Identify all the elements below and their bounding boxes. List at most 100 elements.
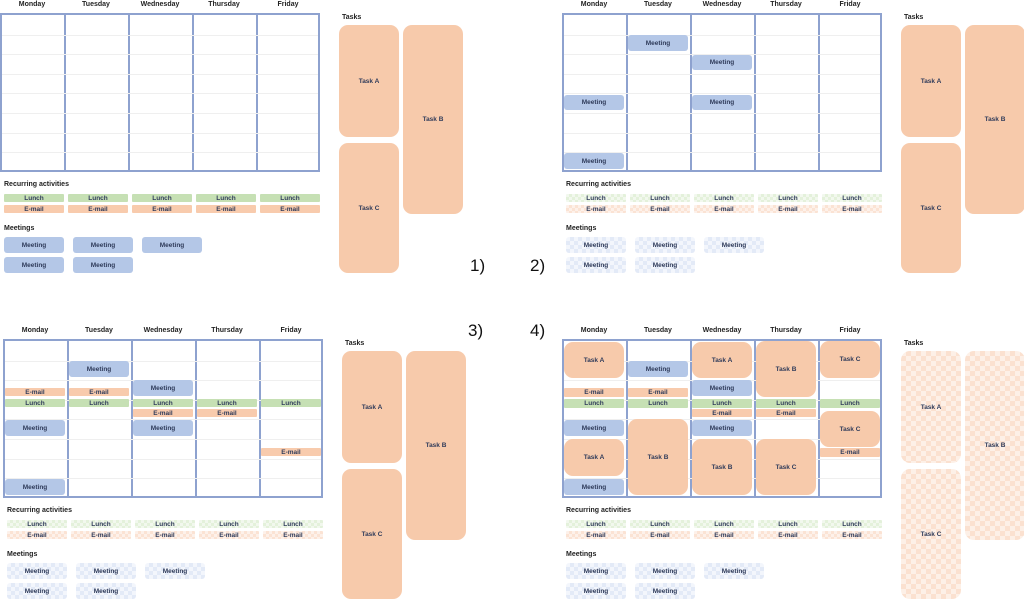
recurring-lunch-block[interactable]: Lunch	[566, 194, 626, 202]
task-pool-block[interactable]: Task C	[901, 469, 961, 599]
meeting-pool-block[interactable]: Meeting	[76, 563, 136, 579]
recurring-email-block[interactable]: E-mail	[630, 205, 690, 213]
calendar-meeting-block[interactable]: Meeting	[692, 380, 752, 396]
meeting-pool-block[interactable]: Meeting	[566, 583, 626, 599]
calendar-lunch-block[interactable]: Lunch	[69, 399, 129, 407]
recurring-lunch-block[interactable]: Lunch	[135, 520, 195, 528]
calendar-email-block[interactable]: E-mail	[69, 388, 129, 396]
recurring-email-block[interactable]: E-mail	[260, 205, 320, 213]
calendar-task-block[interactable]: Task B	[756, 341, 816, 397]
calendar-task-block[interactable]: Task C	[756, 439, 816, 495]
recurring-lunch-block[interactable]: Lunch	[260, 194, 320, 202]
meeting-pool-block[interactable]: Meeting	[704, 237, 764, 253]
meeting-pool-block[interactable]: Meeting	[7, 583, 67, 599]
calendar-lunch-block[interactable]: Lunch	[133, 399, 193, 407]
calendar-meeting-block[interactable]: Meeting	[564, 479, 624, 495]
calendar-email-block[interactable]: E-mail	[628, 388, 688, 397]
recurring-lunch-block[interactable]: Lunch	[132, 194, 192, 202]
recurring-email-block[interactable]: E-mail	[822, 531, 882, 539]
recurring-email-block[interactable]: E-mail	[196, 205, 256, 213]
calendar-lunch-block[interactable]: Lunch	[564, 399, 624, 408]
meeting-pool-block[interactable]: Meeting	[142, 237, 202, 253]
meeting-pool-block[interactable]: Meeting	[635, 257, 695, 273]
recurring-lunch-block[interactable]: Lunch	[566, 520, 626, 528]
calendar-email-block[interactable]: E-mail	[692, 409, 752, 417]
recurring-email-block[interactable]: E-mail	[758, 531, 818, 539]
recurring-email-block[interactable]: E-mail	[630, 531, 690, 539]
task-pool-block[interactable]: Task A	[901, 351, 961, 463]
meeting-pool-block[interactable]: Meeting	[635, 237, 695, 253]
recurring-email-block[interactable]: E-mail	[71, 531, 131, 539]
task-pool-block[interactable]: Task A	[901, 25, 961, 137]
task-pool-block[interactable]: Task B	[965, 25, 1024, 214]
meeting-pool-block[interactable]: Meeting	[4, 257, 64, 273]
calendar-meeting-block[interactable]: Meeting	[5, 479, 65, 495]
calendar-lunch-block[interactable]: Lunch	[820, 399, 880, 408]
calendar-meeting-block[interactable]: Meeting	[564, 95, 624, 110]
task-pool-block[interactable]: Task A	[339, 25, 399, 137]
recurring-email-block[interactable]: E-mail	[566, 531, 626, 539]
recurring-lunch-block[interactable]: Lunch	[694, 520, 754, 528]
task-pool-block[interactable]: Task C	[901, 143, 961, 273]
calendar-meeting-block[interactable]: Meeting	[628, 361, 688, 377]
calendar-task-block[interactable]: Task A	[564, 342, 624, 378]
calendar-lunch-block[interactable]: Lunch	[261, 399, 321, 407]
meeting-pool-block[interactable]: Meeting	[73, 237, 133, 253]
recurring-email-block[interactable]: E-mail	[135, 531, 195, 539]
calendar-email-block[interactable]: E-mail	[5, 388, 65, 396]
calendar-meeting-block[interactable]: Meeting	[692, 95, 752, 110]
calendar-task-block[interactable]: Task B	[692, 439, 752, 495]
recurring-lunch-block[interactable]: Lunch	[758, 520, 818, 528]
recurring-email-block[interactable]: E-mail	[68, 205, 128, 213]
recurring-email-block[interactable]: E-mail	[566, 205, 626, 213]
recurring-lunch-block[interactable]: Lunch	[199, 520, 259, 528]
calendar-email-block[interactable]: E-mail	[133, 409, 193, 417]
recurring-email-block[interactable]: E-mail	[263, 531, 323, 539]
recurring-email-block[interactable]: E-mail	[758, 205, 818, 213]
task-pool-block[interactable]: Task B	[406, 351, 466, 540]
calendar-task-block[interactable]: Task A	[692, 342, 752, 378]
recurring-email-block[interactable]: E-mail	[4, 205, 64, 213]
week-calendar-grid[interactable]	[3, 339, 323, 498]
calendar-meeting-block[interactable]: Meeting	[564, 420, 624, 436]
meeting-pool-block[interactable]: Meeting	[145, 563, 205, 579]
calendar-meeting-block[interactable]: Meeting	[133, 420, 193, 436]
calendar-email-block[interactable]: E-mail	[820, 448, 880, 457]
calendar-meeting-block[interactable]: Meeting	[628, 35, 688, 51]
recurring-email-block[interactable]: E-mail	[694, 205, 754, 213]
week-calendar-grid[interactable]	[562, 13, 882, 172]
task-pool-block[interactable]: Task B	[965, 351, 1024, 540]
recurring-email-block[interactable]: E-mail	[822, 205, 882, 213]
calendar-meeting-block[interactable]: Meeting	[133, 380, 193, 396]
calendar-task-block[interactable]: Task C	[820, 341, 880, 378]
recurring-email-block[interactable]: E-mail	[132, 205, 192, 213]
meeting-pool-block[interactable]: Meeting	[7, 563, 67, 579]
calendar-meeting-block[interactable]: Meeting	[692, 420, 752, 436]
calendar-email-block[interactable]: E-mail	[756, 409, 816, 417]
meeting-pool-block[interactable]: Meeting	[566, 237, 626, 253]
calendar-task-block[interactable]: Task C	[820, 411, 880, 447]
recurring-lunch-block[interactable]: Lunch	[196, 194, 256, 202]
calendar-meeting-block[interactable]: Meeting	[69, 361, 129, 377]
week-calendar-grid[interactable]	[0, 13, 320, 172]
recurring-lunch-block[interactable]: Lunch	[7, 520, 67, 528]
calendar-lunch-block[interactable]: Lunch	[756, 399, 816, 408]
meeting-pool-block[interactable]: Meeting	[76, 583, 136, 599]
recurring-lunch-block[interactable]: Lunch	[822, 520, 882, 528]
task-pool-block[interactable]: Task B	[403, 25, 463, 214]
calendar-meeting-block[interactable]: Meeting	[564, 153, 624, 169]
recurring-lunch-block[interactable]: Lunch	[4, 194, 64, 202]
recurring-lunch-block[interactable]: Lunch	[630, 520, 690, 528]
calendar-lunch-block[interactable]: Lunch	[692, 399, 752, 408]
recurring-lunch-block[interactable]: Lunch	[263, 520, 323, 528]
recurring-lunch-block[interactable]: Lunch	[822, 194, 882, 202]
meeting-pool-block[interactable]: Meeting	[704, 563, 764, 579]
calendar-email-block[interactable]: E-mail	[564, 388, 624, 397]
recurring-email-block[interactable]: E-mail	[7, 531, 67, 539]
meeting-pool-block[interactable]: Meeting	[566, 563, 626, 579]
recurring-lunch-block[interactable]: Lunch	[694, 194, 754, 202]
calendar-lunch-block[interactable]: Lunch	[197, 399, 257, 407]
task-pool-block[interactable]: Task C	[342, 469, 402, 599]
meeting-pool-block[interactable]: Meeting	[4, 237, 64, 253]
recurring-lunch-block[interactable]: Lunch	[758, 194, 818, 202]
